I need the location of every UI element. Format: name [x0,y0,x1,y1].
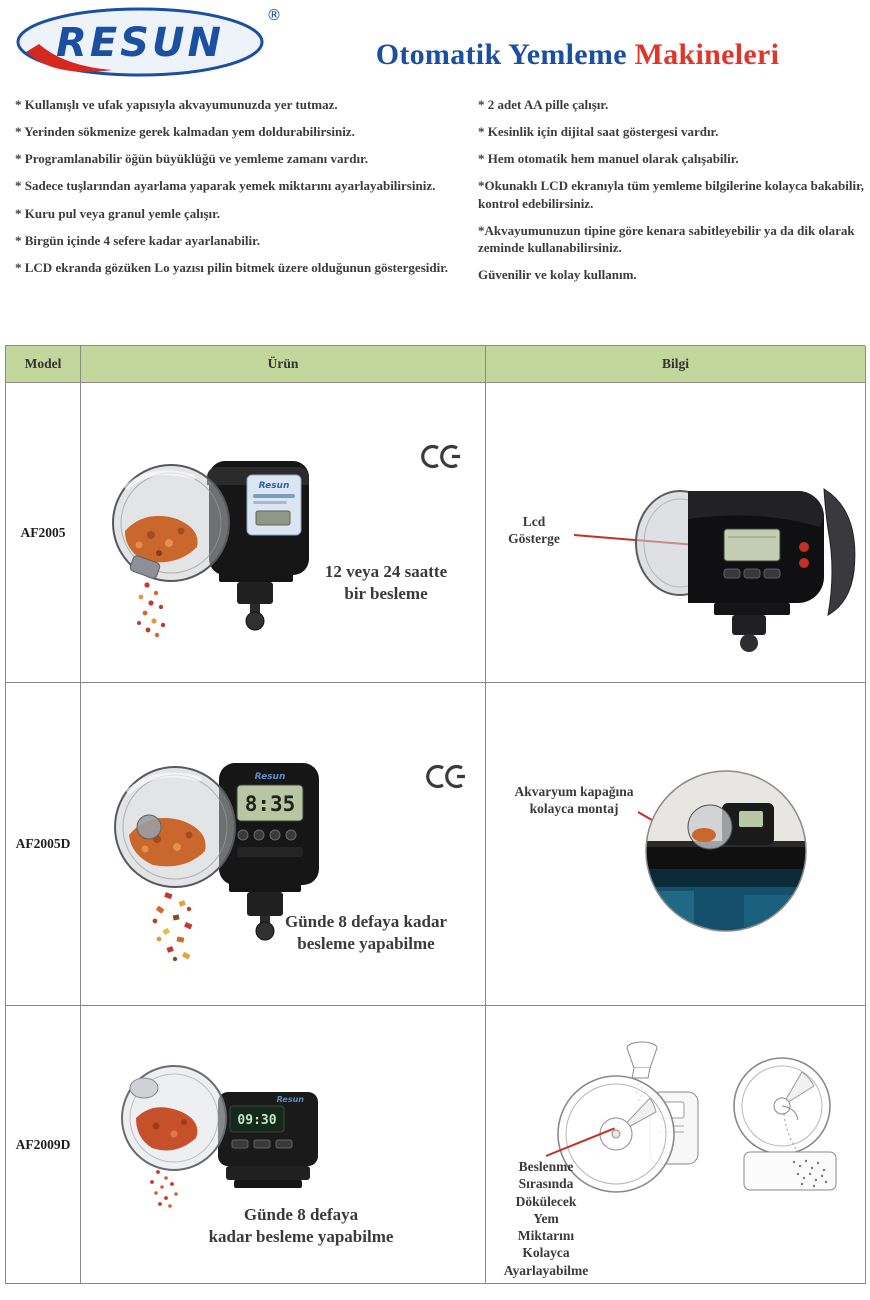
falling-food [150,1170,178,1208]
product-caption: Günde 8 defaya kadar besleme yapabilme [231,911,501,956]
info-label-line: Kolayca [522,1245,570,1261]
ce-mark-icon [426,764,465,789]
af2009d-product-image: Resun 09:30 [121,1065,318,1208]
product-table: Model Ürün Bilgi AF2005 Resun [5,345,866,1284]
feature-item: *Okunaklı LCD ekranıyla tüm yemleme bilg… [478,178,864,211]
logo-ellipse [16,7,264,77]
product-cell-af2005d: Resun 8:35 [81,683,486,1006]
ce-mark-icon [421,444,460,469]
info-label-line: Sırasında [518,1176,574,1192]
info-label-line: Yem [533,1210,559,1226]
lcd-value: 09:30 [237,1113,276,1128]
caption-line: bir besleme [344,584,428,604]
product-cell-af2009d: Resun 09:30 [81,1006,486,1284]
registered-mark: ® [267,6,282,24]
af2005-product-image: Resun [112,461,309,638]
buttons [237,829,297,841]
feature-item: * Kuru pul veya granul yemle çalışır. [15,205,220,221]
caption-line: Günde 8 defaya [243,1205,359,1224]
falling-food [152,892,193,962]
af2005d-product-image: Resun 8:35 [114,763,319,962]
product-caption: Günde 8 defaya kadar besleme yapabilme [136,1204,466,1249]
info-cell-af2005d: Akvaryum kapağına kolayca montaj [486,683,866,1006]
info-label-line: Akvaryum kapağına [514,784,634,799]
caption-line: Günde 8 defaya kadar [285,912,447,931]
info-label-line: Lcd [522,514,546,529]
product-brand-label: Resun [277,1095,305,1104]
fish-food [125,515,198,563]
info-label-line: kolayca montaj [529,801,619,817]
info-label-line: Ayarlayabilme [503,1262,589,1278]
product-caption: 12 veya 24 saatte bir besleme [291,561,481,606]
fish-food [136,1107,198,1151]
product-cell-af2005: Resun [81,383,486,683]
info-cell-af2009d: Beslenme Sırasında Dökülecek Yem Miktarı… [486,1006,866,1284]
info-cell-af2005: Lcd Gösterge [486,383,866,683]
product-header-cell: Ürün [81,346,486,383]
brand-text: RESUN [56,20,224,66]
lcd-display [255,510,291,526]
page-title: Otomatik Yemleme Makineleri [295,38,860,72]
product-brand-label: Resun [259,481,290,491]
feature-item: * LCD ekranda gözüken Lo yazısı pilin bi… [15,259,449,275]
model-cell-af2005: AF2005 [6,383,81,683]
food-drum [687,804,733,850]
feature-item: * Sadece tuşlarından ayarlama yaparak ye… [15,178,436,194]
lcd-value: 8:35 [245,792,296,816]
feature-item: * Kullanışlı ve ufak yapısıyla akvayumun… [15,97,338,112]
af2009d-info-drawing-back [733,1057,837,1191]
resun-logo: RESUN ® [16,6,282,77]
info-label-line: Miktarını [517,1228,575,1244]
feature-list-right: * 2 adet AA pille çalışır. * Kesinlik iç… [478,96,868,293]
caption-line: besleme yapabilme [297,934,435,954]
lcd-display [229,1105,285,1133]
af2009d-info-drawing-front [557,1041,699,1193]
feature-list-left: * Kullanışlı ve ufak yapısıyla akvayumun… [15,96,465,286]
buttons [231,1139,293,1149]
feature-item: * Kesinlik için dijital saat göstergesi … [478,124,719,140]
feature-item: *Akvayumunuzun tipine göre kenara sabitl… [478,222,855,255]
af2005d-info-image [645,770,807,932]
model-cell-af2005d: AF2005D [6,683,81,1006]
falling-food [137,582,166,638]
info-label-amount: Beslenme Sırasında Dökülecek Yem Miktarı… [498,1158,594,1279]
info-header-cell: Bilgi [486,346,866,383]
feature-item: * Yerinden sökmenize gerek kalmadan yem … [15,124,355,140]
info-label-line: Beslenme [518,1159,574,1174]
caption-line: 12 veya 24 saatte [324,562,448,581]
feature-item: * Birgün içinde 4 sefere kadar ayarlanab… [15,232,260,248]
af2005-info-image [635,488,856,652]
food-dots [792,1159,828,1188]
logo-swoosh [26,44,112,72]
info-label-mounting: Akvaryum kapağına kolayca montaj [504,783,644,818]
page-title-blue: Otomatik Yemleme [375,38,627,71]
page-title-red: Makineleri [634,38,780,71]
lcd-display [723,528,781,562]
feature-item: * Hem otomatik hem manuel olarak çalışab… [478,151,739,167]
model-header-cell: Model [6,346,81,383]
feature-item: * 2 adet AA pille çalışır. [478,97,609,112]
lcd-display [739,811,763,827]
caption-line: kadar besleme yapabilme [208,1227,394,1247]
lcd-display [236,784,304,822]
feature-item: * Programlanabilir öğün büyüklüğü ve yem… [15,151,368,167]
product-brand-label: Resun [255,772,286,782]
info-label-lcd: Lcd Gösterge [494,513,574,548]
feature-item: Güvenilir ve kolay kullanım. [478,267,637,283]
model-cell-af2009d: AF2009D [6,1006,81,1284]
info-label-line: Dökülecek [515,1193,577,1209]
info-label-line: Gösterge [508,531,560,547]
